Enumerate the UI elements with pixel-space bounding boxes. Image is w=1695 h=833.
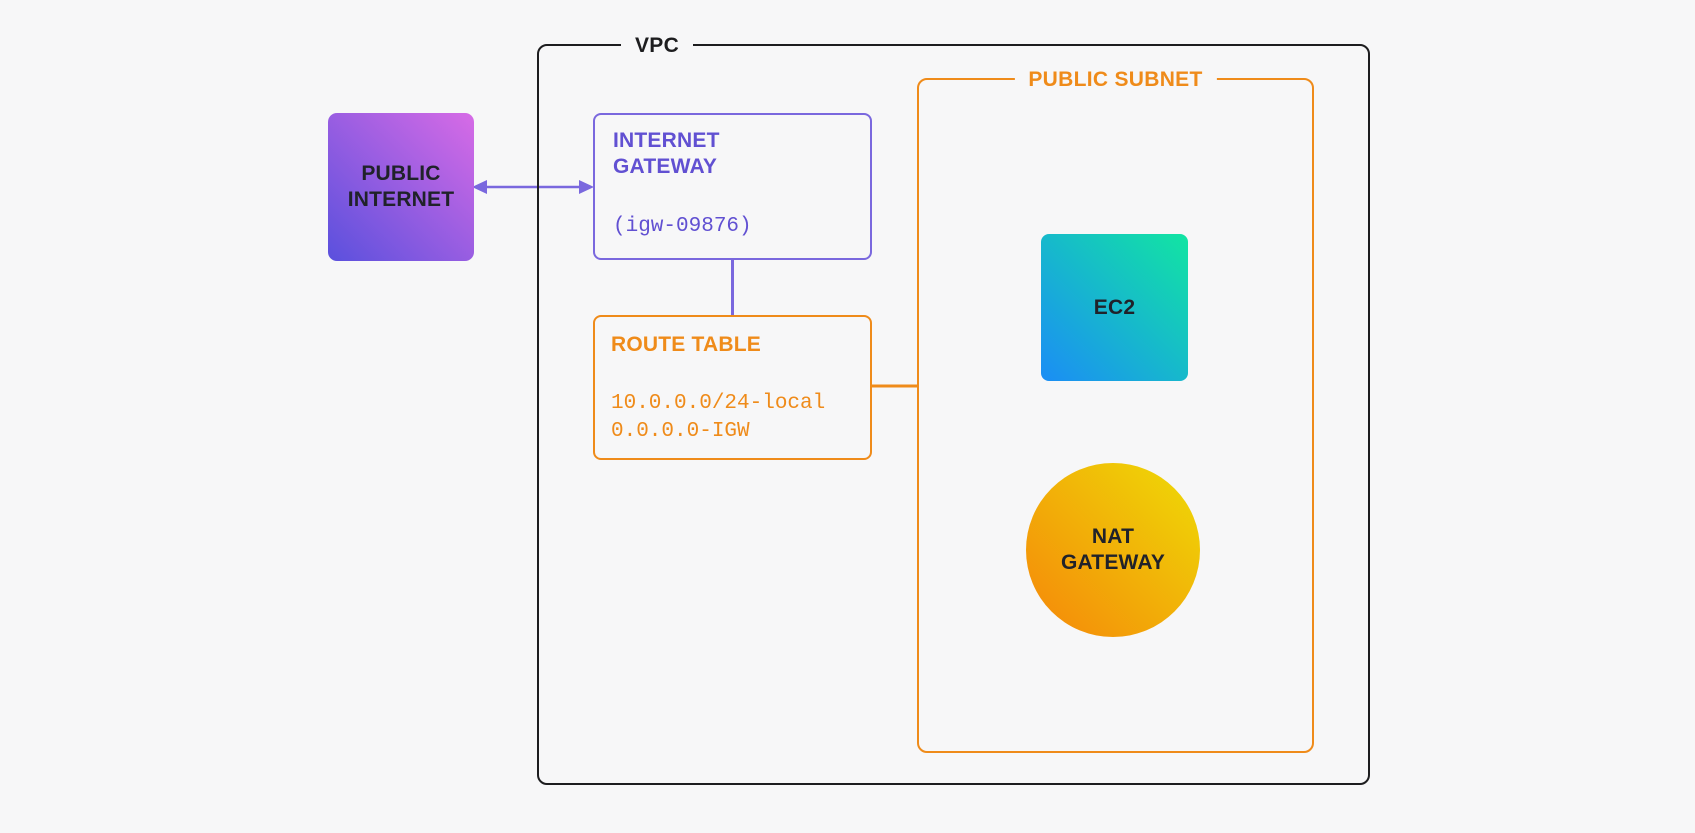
internet-gateway-node: INTERNET GATEWAY (igw-09876) [593,113,872,260]
route-entry: 10.0.0.0/24-local [611,392,826,415]
public-subnet-label: PUBLIC SUBNET [1014,66,1217,93]
internet-gateway-title: INTERNET GATEWAY [613,129,720,178]
vpc-container: VPC [537,32,1370,785]
nat-gateway-label: NAT GATEWAY [1060,525,1166,574]
public-internet-node: PUBLIC INTERNET [328,113,474,261]
route-table-entries: 10.0.0.0/24-local 0.0.0.0-IGW [611,390,854,446]
ec2-node: EC2 [1041,234,1188,381]
vpc-label: VPC [621,32,694,59]
internet-gateway-id: (igw-09876) [613,215,752,238]
ec2-label: EC2 [1093,295,1136,319]
route-table-title: ROUTE TABLE [611,333,761,356]
public-subnet-container: PUBLIC SUBNET [917,66,1314,753]
nat-gateway-node: NAT GATEWAY [1026,463,1200,637]
public-internet-label: PUBLIC INTERNET [347,162,455,211]
route-entry: 0.0.0.0-IGW [611,420,750,443]
route-table-node: ROUTE TABLE 10.0.0.0/24-local 0.0.0.0-IG… [593,315,872,460]
